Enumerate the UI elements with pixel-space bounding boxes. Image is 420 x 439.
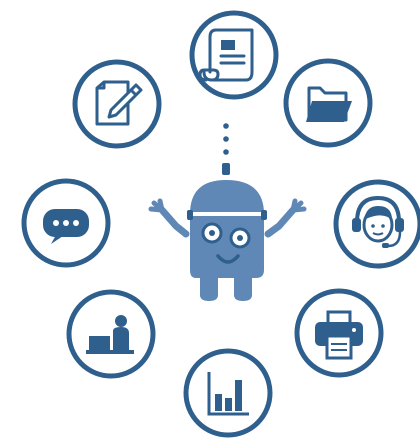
node-document — [189, 10, 279, 100]
node-printer — [294, 288, 384, 378]
node-edit — [72, 59, 162, 149]
node-chart — [183, 348, 273, 438]
robot-bolt — [187, 210, 193, 220]
node-chat — [21, 178, 111, 268]
robot-right-hand — [290, 198, 307, 213]
robot-antenna — [222, 163, 230, 175]
customer-support-headset-icon — [352, 195, 404, 248]
bar-chart-icon — [207, 372, 249, 416]
robot-right-leg — [234, 278, 252, 301]
robot-antenna-dot — [223, 123, 229, 129]
node-ring — [183, 348, 273, 438]
document-scroll-icon — [198, 28, 254, 82]
robot-antenna-dot — [223, 149, 229, 155]
robot-left-leg — [200, 278, 218, 301]
robot-left-arm — [158, 206, 190, 238]
node-laptop — [66, 289, 156, 379]
robot-right-arm — [264, 206, 297, 238]
robot-bolt — [261, 210, 267, 220]
robot-left-hand — [148, 198, 165, 213]
node-ring — [66, 289, 156, 379]
edit-document-icon — [95, 80, 143, 126]
folder-icon — [306, 86, 352, 122]
robot-left-pupil — [209, 230, 215, 236]
node-support — [333, 179, 420, 269]
robot-smile — [216, 254, 240, 264]
node-folder — [283, 58, 373, 148]
chat-bubble-icon — [43, 209, 89, 244]
robot-antenna-dot — [223, 136, 229, 142]
robot-icon — [148, 123, 307, 301]
person-at-laptop-icon — [86, 315, 134, 354]
printer-icon — [315, 310, 363, 360]
robot-right-pupil — [237, 235, 243, 241]
robot-body — [190, 180, 264, 278]
